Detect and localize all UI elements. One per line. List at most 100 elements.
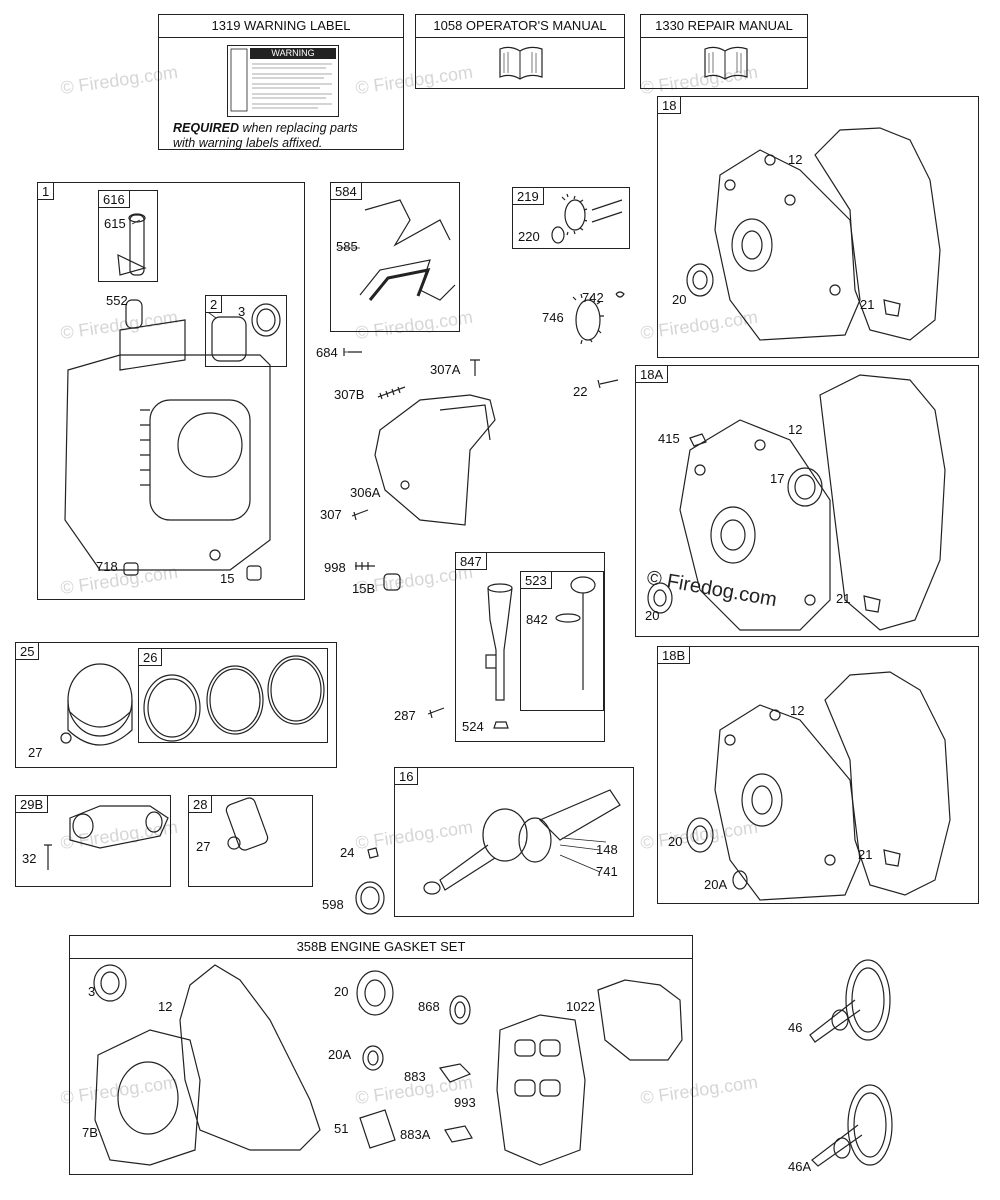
callout-15b: 15B bbox=[352, 581, 376, 596]
warning-sticker-title: WARNING bbox=[250, 48, 336, 59]
warning-sticker-icon: WARNING bbox=[227, 45, 339, 117]
callout-307b: 307B bbox=[334, 387, 365, 402]
part-box-18a: 18A bbox=[635, 365, 979, 637]
callout-684: 684 bbox=[316, 345, 338, 360]
stud-998 bbox=[355, 562, 375, 570]
warning-note-rest: when replacing parts bbox=[238, 121, 358, 135]
part-tag: 29B bbox=[15, 795, 49, 813]
camshaft-46-drawing bbox=[809, 959, 891, 1043]
part-tag: 584 bbox=[330, 182, 362, 200]
part-tag: 2 bbox=[205, 295, 223, 313]
part-tag: 28 bbox=[188, 795, 213, 813]
part-box-16: 16 bbox=[394, 767, 634, 917]
crankcase-cover-18b-drawing bbox=[686, 671, 951, 901]
callout-12: 12 bbox=[790, 703, 805, 718]
callout-27: 27 bbox=[196, 839, 211, 854]
callout-307a: 307A bbox=[430, 362, 461, 377]
part-box-26: 26 bbox=[138, 648, 328, 743]
book-icon bbox=[704, 46, 748, 80]
callout-51: 51 bbox=[334, 1121, 349, 1136]
callout-21: 21 bbox=[836, 591, 851, 606]
warning-note-line2: with warning labels affixed. bbox=[173, 136, 323, 150]
callout-21: 21 bbox=[858, 847, 873, 862]
callout-842: 842 bbox=[526, 612, 548, 627]
callout-46a: 46A bbox=[788, 1159, 812, 1174]
callout-24: 24 bbox=[340, 845, 355, 860]
warning-label-box: 1319 WARNING LABEL WARNING REQUIRED when… bbox=[158, 14, 404, 150]
callout-12: 12 bbox=[788, 422, 803, 437]
part-tag: 616 bbox=[98, 190, 130, 208]
piston-rings-drawing bbox=[143, 655, 325, 742]
clip-742 bbox=[615, 291, 625, 298]
part-box-28: 28 bbox=[188, 795, 313, 887]
screw-307a bbox=[470, 359, 480, 376]
callout-12: 12 bbox=[158, 999, 173, 1014]
pin-718-drawing bbox=[123, 562, 139, 576]
crankcase-cover-18a-drawing bbox=[647, 374, 946, 631]
callout-741: 741 bbox=[596, 864, 618, 879]
plug-15-drawing bbox=[246, 565, 262, 581]
callout-998: 998 bbox=[324, 560, 346, 575]
callout-585: 585 bbox=[336, 239, 358, 254]
callout-306a: 306A bbox=[350, 485, 381, 500]
callout-20: 20 bbox=[672, 292, 687, 307]
callout-993: 993 bbox=[454, 1095, 476, 1110]
part-box-2: 2 bbox=[205, 295, 287, 367]
callout-27: 27 bbox=[28, 745, 43, 760]
callout-20: 20 bbox=[334, 984, 349, 999]
piston-drawing bbox=[60, 663, 133, 746]
callout-598: 598 bbox=[322, 897, 344, 912]
part-tag: 18 bbox=[657, 96, 682, 114]
crankshaft-drawing bbox=[355, 789, 621, 915]
callout-148: 148 bbox=[596, 842, 618, 857]
warning-note-bold: REQUIRED bbox=[173, 121, 239, 135]
governor-gear-drawing bbox=[551, 193, 623, 244]
callout-12: 12 bbox=[788, 152, 803, 167]
part-tag: 847 bbox=[455, 552, 487, 570]
screw-307 bbox=[351, 509, 369, 521]
part-box-18: 18 bbox=[657, 96, 979, 358]
book-icon bbox=[499, 46, 543, 80]
oil-fill-tube-847-drawing bbox=[485, 583, 513, 701]
callout-20a: 20A bbox=[328, 1047, 352, 1062]
callout-746: 746 bbox=[542, 310, 564, 325]
part-tag: 25 bbox=[15, 642, 40, 660]
gasket-set-title: 358B ENGINE GASKET SET bbox=[296, 939, 466, 954]
screw-22 bbox=[597, 379, 619, 389]
callout-552: 552 bbox=[106, 293, 128, 308]
callout-615: 615 bbox=[104, 216, 126, 231]
callout-415: 415 bbox=[658, 431, 680, 446]
callout-17: 17 bbox=[770, 471, 785, 486]
connecting-rod-drawing bbox=[44, 805, 169, 870]
callout-32: 32 bbox=[22, 851, 37, 866]
callout-307: 307 bbox=[320, 507, 342, 522]
part-box-29b: 29B bbox=[15, 795, 171, 887]
callout-742: 742 bbox=[582, 290, 604, 305]
part-tag: 16 bbox=[394, 767, 419, 785]
callout-20: 20 bbox=[645, 608, 660, 623]
oil-fill-tube-drawing bbox=[117, 213, 147, 276]
part-box-219: 219 bbox=[512, 187, 630, 249]
callout-883: 883 bbox=[404, 1069, 426, 1084]
wrist-pin-drawing bbox=[225, 797, 269, 851]
nut-524 bbox=[493, 721, 509, 729]
crankcase-cover-18-drawing bbox=[686, 127, 941, 341]
part-box-847: 847 bbox=[455, 552, 605, 742]
operators-manual-title: 1058 OPERATOR'S MANUAL bbox=[433, 18, 607, 33]
part-box-584: 584 bbox=[330, 182, 460, 332]
callout-46: 46 bbox=[788, 1020, 803, 1035]
gear-746-drawing bbox=[572, 293, 604, 345]
warning-label-title: 1319 WARNING LABEL bbox=[211, 18, 351, 33]
callout-718: 718 bbox=[96, 559, 118, 574]
callout-287: 287 bbox=[394, 708, 416, 723]
callout-20a: 20A bbox=[704, 877, 728, 892]
camshaft-46a-drawing bbox=[811, 1084, 893, 1167]
part-box-523: 523 bbox=[520, 571, 604, 711]
screw-287 bbox=[427, 707, 445, 719]
callout-20: 20 bbox=[668, 834, 683, 849]
plug-15b bbox=[383, 573, 401, 591]
repair-manual-box: 1330 REPAIR MANUAL bbox=[640, 14, 808, 89]
